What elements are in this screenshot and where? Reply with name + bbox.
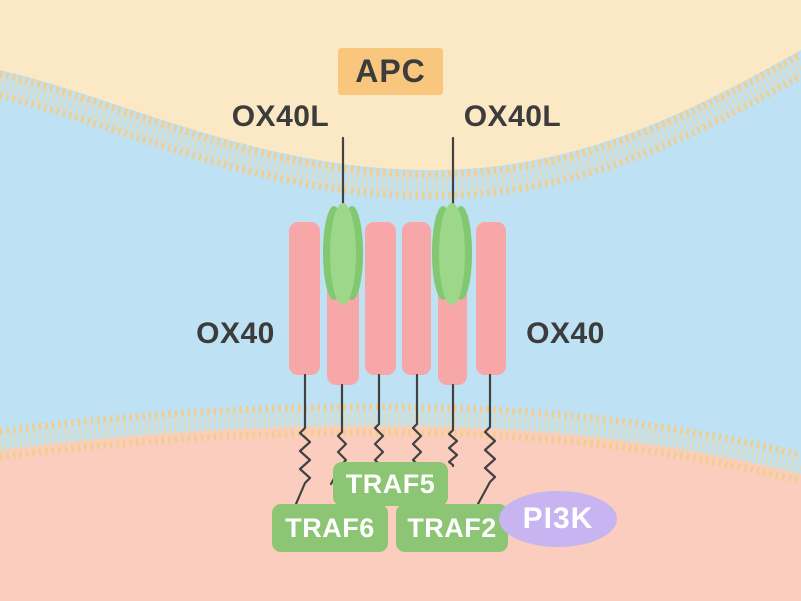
t-cell-membrane-head-row-inner bbox=[0, 429, 801, 485]
receptor-tail-line-5 bbox=[447, 383, 459, 468]
apc-label-box: APC bbox=[338, 48, 443, 95]
apc-membrane-head-row-inner bbox=[0, 72, 801, 200]
traf2-label: TRAF2 bbox=[407, 512, 497, 543]
t-cell-membrane-tails bbox=[0, 409, 801, 478]
receptor-tail-line-1 bbox=[294, 373, 312, 506]
traf6-label: TRAF6 bbox=[285, 512, 375, 543]
t-cell-membrane-head-row-outer bbox=[0, 403, 801, 459]
traf5-label: TRAF5 bbox=[345, 468, 436, 499]
ligand-lobe bbox=[439, 203, 465, 305]
ox40-receptor-bar-3 bbox=[365, 222, 396, 375]
traf2-box: TRAF2 bbox=[396, 504, 508, 552]
ox40l-ligand-trimer-left bbox=[323, 203, 363, 305]
ox40l-left-label: OX40L bbox=[231, 100, 330, 133]
ox40l-ligand-trimer-right bbox=[432, 203, 472, 305]
apc-label: APC bbox=[355, 53, 426, 89]
ligand-lobe bbox=[330, 203, 356, 305]
pi3k-label: PI3K bbox=[522, 502, 594, 535]
ox40-receptor-bar-6 bbox=[476, 222, 506, 375]
ox40-right-label: OX40 bbox=[526, 317, 605, 350]
pi3k-ellipse: PI3K bbox=[499, 491, 617, 547]
apc-membrane-head-row-outer bbox=[0, 50, 801, 178]
traf5-box: TRAF5 bbox=[333, 462, 448, 506]
ox40-left-label: OX40 bbox=[196, 317, 275, 350]
ox40l-right-label: OX40L bbox=[463, 100, 562, 133]
traf6-box: TRAF6 bbox=[272, 504, 388, 552]
ox40-receptor-bar-4 bbox=[402, 222, 431, 375]
ox40-receptor-bar-1 bbox=[289, 222, 320, 375]
receptor-tail-line-6 bbox=[476, 373, 497, 506]
